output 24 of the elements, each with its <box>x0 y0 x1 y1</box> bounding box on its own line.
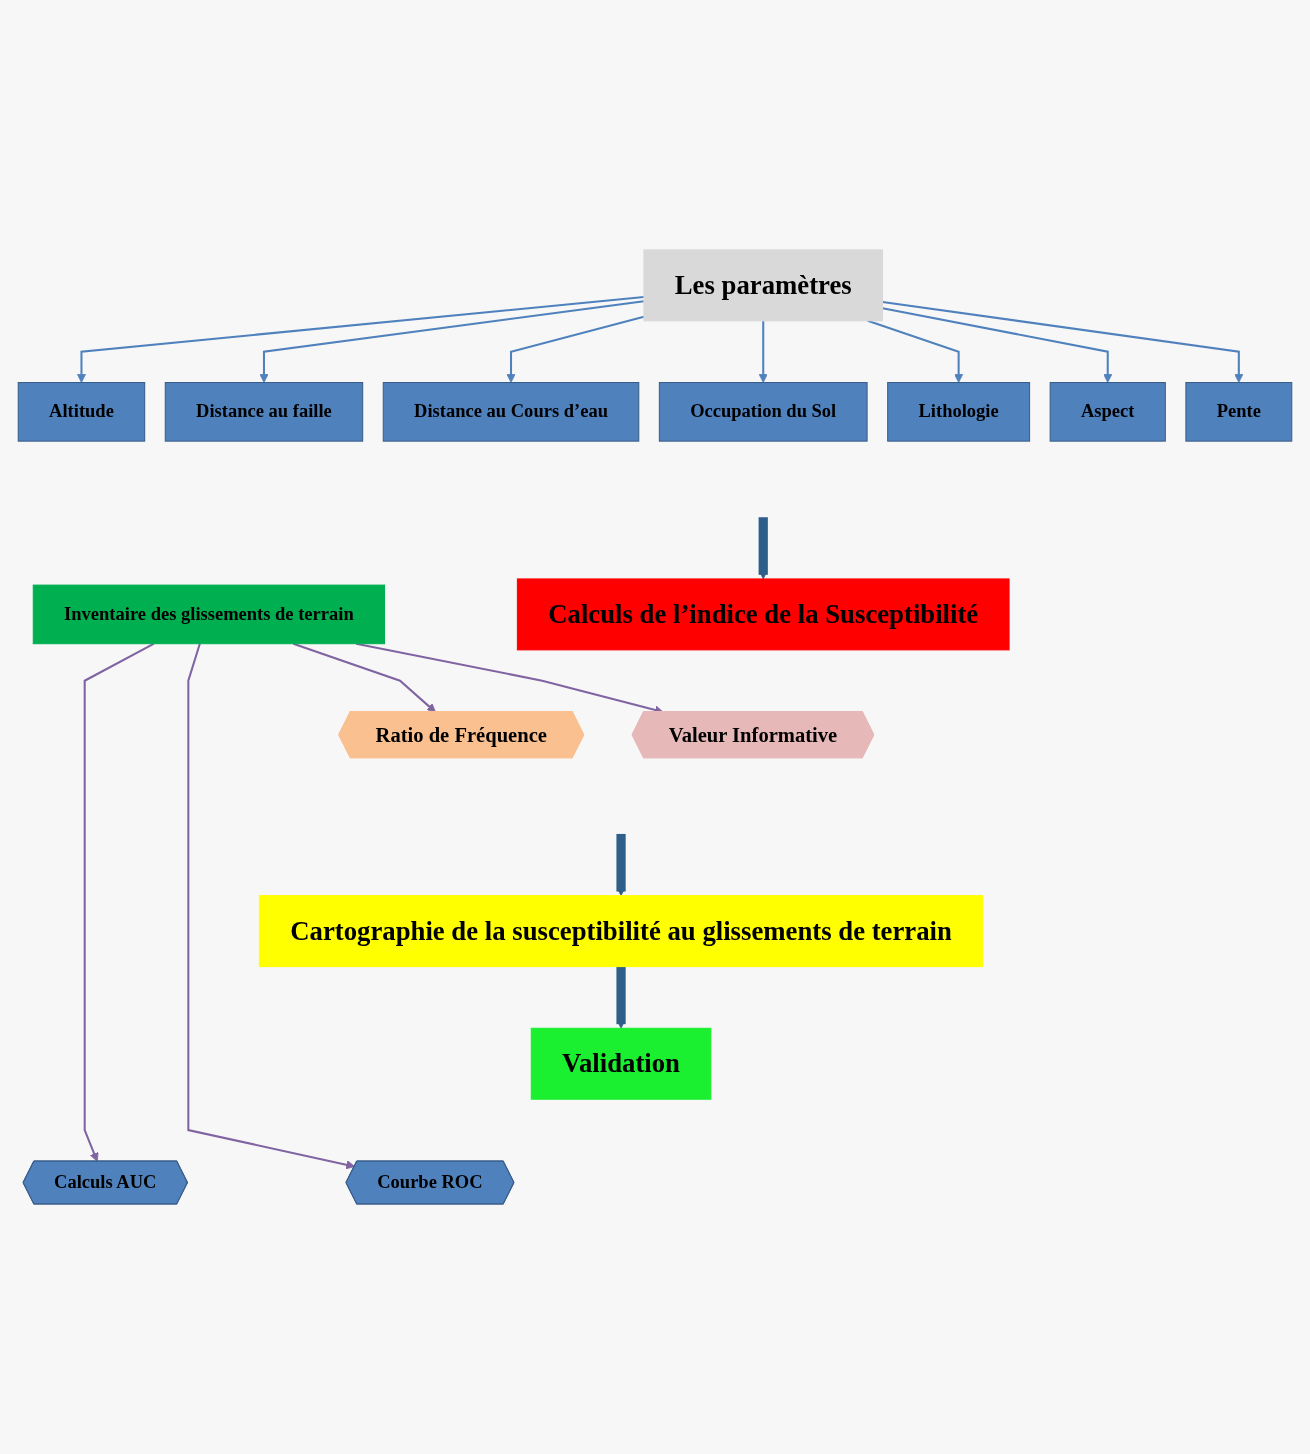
node-box: Les paramètres <box>643 249 884 322</box>
arrow <box>506 315 645 383</box>
arrow <box>83 642 155 1162</box>
arrow <box>758 320 768 383</box>
node-box: Inventaire des glissements de terrain <box>32 584 386 645</box>
node-box: Distance au faille <box>164 382 364 442</box>
node-box: Distance au Cours d’eau <box>382 382 640 442</box>
node-box: Calculs de l’indice de la Susceptibilité <box>516 578 1010 651</box>
node-box: Cartographie de la susceptibilité au glissements de terrain <box>258 895 984 968</box>
node-box: Lithologie <box>887 382 1031 442</box>
node-box: Altitude <box>17 382 146 442</box>
arrow <box>259 300 645 383</box>
node-box: Occupation du Sol <box>658 382 868 442</box>
node-box: Aspect <box>1049 382 1166 442</box>
arrow <box>758 517 768 580</box>
arrow <box>616 833 626 897</box>
arrow <box>882 307 1113 383</box>
arrow <box>616 966 626 1029</box>
arrow <box>867 319 964 383</box>
arrow <box>882 301 1244 383</box>
arrow <box>293 642 436 713</box>
arrow <box>76 295 644 383</box>
node-box: Validation <box>530 1027 712 1100</box>
node-box: Pente <box>1185 382 1293 442</box>
